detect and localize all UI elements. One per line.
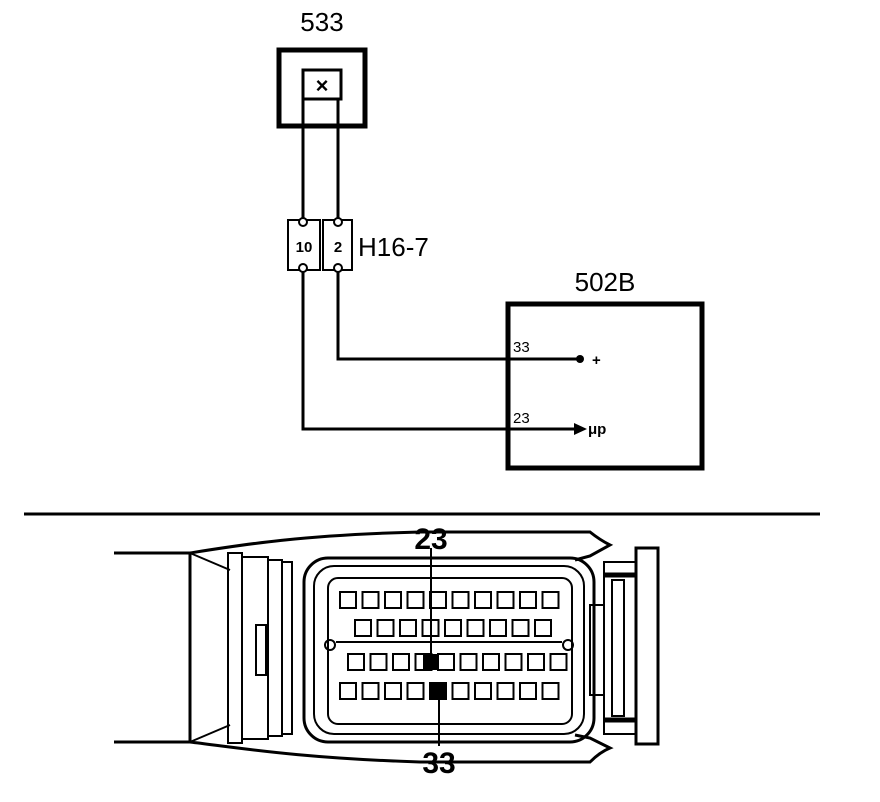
pin-cavity (361, 682, 380, 700)
pin-cavity (466, 619, 485, 637)
pin-cavity (347, 653, 365, 671)
highlight-pin-33 (431, 683, 447, 699)
connector-label: H16-7 (358, 232, 429, 262)
pin-cavity (384, 591, 402, 609)
callout-label-33: 33 (422, 747, 455, 780)
pin-cavity (354, 619, 372, 637)
pin-cavity (406, 591, 425, 609)
pin-cavity (496, 682, 515, 700)
pin-cavity (437, 653, 455, 671)
ecu-box (505, 301, 705, 471)
pin-cavity (369, 653, 388, 671)
switch-inner-box (301, 68, 343, 101)
wires-connector-to-ecu (301, 272, 580, 431)
ecu-label: 502B (575, 267, 636, 297)
pin-cavity (541, 591, 560, 609)
ecu-pin-33-signal: + (592, 352, 601, 369)
pin-cavity-grid (339, 591, 568, 700)
pin-cavity (519, 591, 537, 609)
connector-h16-7: 10 2 H16-7 (287, 217, 429, 273)
connector-face-view: 23 33 (114, 523, 660, 780)
wires-switch-to-connector (301, 99, 340, 218)
ecu-pin-33: 33 (513, 339, 530, 356)
pin-cavity (444, 619, 462, 637)
switch-symbol: × (316, 73, 329, 98)
pin-cavity (451, 591, 470, 609)
connector-pin-10: 10 (296, 239, 313, 256)
pin-cavity (474, 682, 492, 700)
ecu-pin-23-signal: μp (588, 421, 606, 438)
pin-cavity (504, 653, 523, 671)
pin-cavity (511, 619, 530, 637)
pin-cavity (474, 591, 492, 609)
pin-cavity (339, 682, 357, 700)
ecu-pin-33-dot (576, 355, 584, 363)
connector-pin-2: 2 (334, 239, 342, 256)
pin-cavity (482, 653, 500, 671)
switch-533: 533 × (276, 7, 368, 129)
pin-cavity (549, 653, 568, 671)
pin-cavity (451, 682, 470, 700)
pin-cavity (527, 653, 545, 671)
pin-cavity (534, 619, 552, 637)
pin-cavity (399, 619, 417, 637)
ecu-pin-23-arrow (574, 423, 587, 435)
pin-cavity (406, 682, 425, 700)
pin-cavity (361, 591, 380, 609)
pin-cavity (384, 682, 402, 700)
pin-cavity (541, 682, 560, 700)
ecu-502b: 502B 33 + 23 μp (505, 267, 705, 471)
pin-cavity (392, 653, 410, 671)
callout-label-23: 23 (414, 523, 447, 556)
switch-label: 533 (300, 7, 343, 37)
pin-cavity (376, 619, 395, 637)
pin-cavity (489, 619, 507, 637)
highlight-pin-23 (423, 654, 439, 670)
ecu-pin-23: 23 (513, 410, 530, 427)
pin-cavity (429, 591, 447, 609)
pin-cavity (339, 591, 357, 609)
pin-cavity (459, 653, 478, 671)
switch-outer-box (276, 47, 368, 129)
pin-cavity (496, 591, 515, 609)
pin-cavity (519, 682, 537, 700)
